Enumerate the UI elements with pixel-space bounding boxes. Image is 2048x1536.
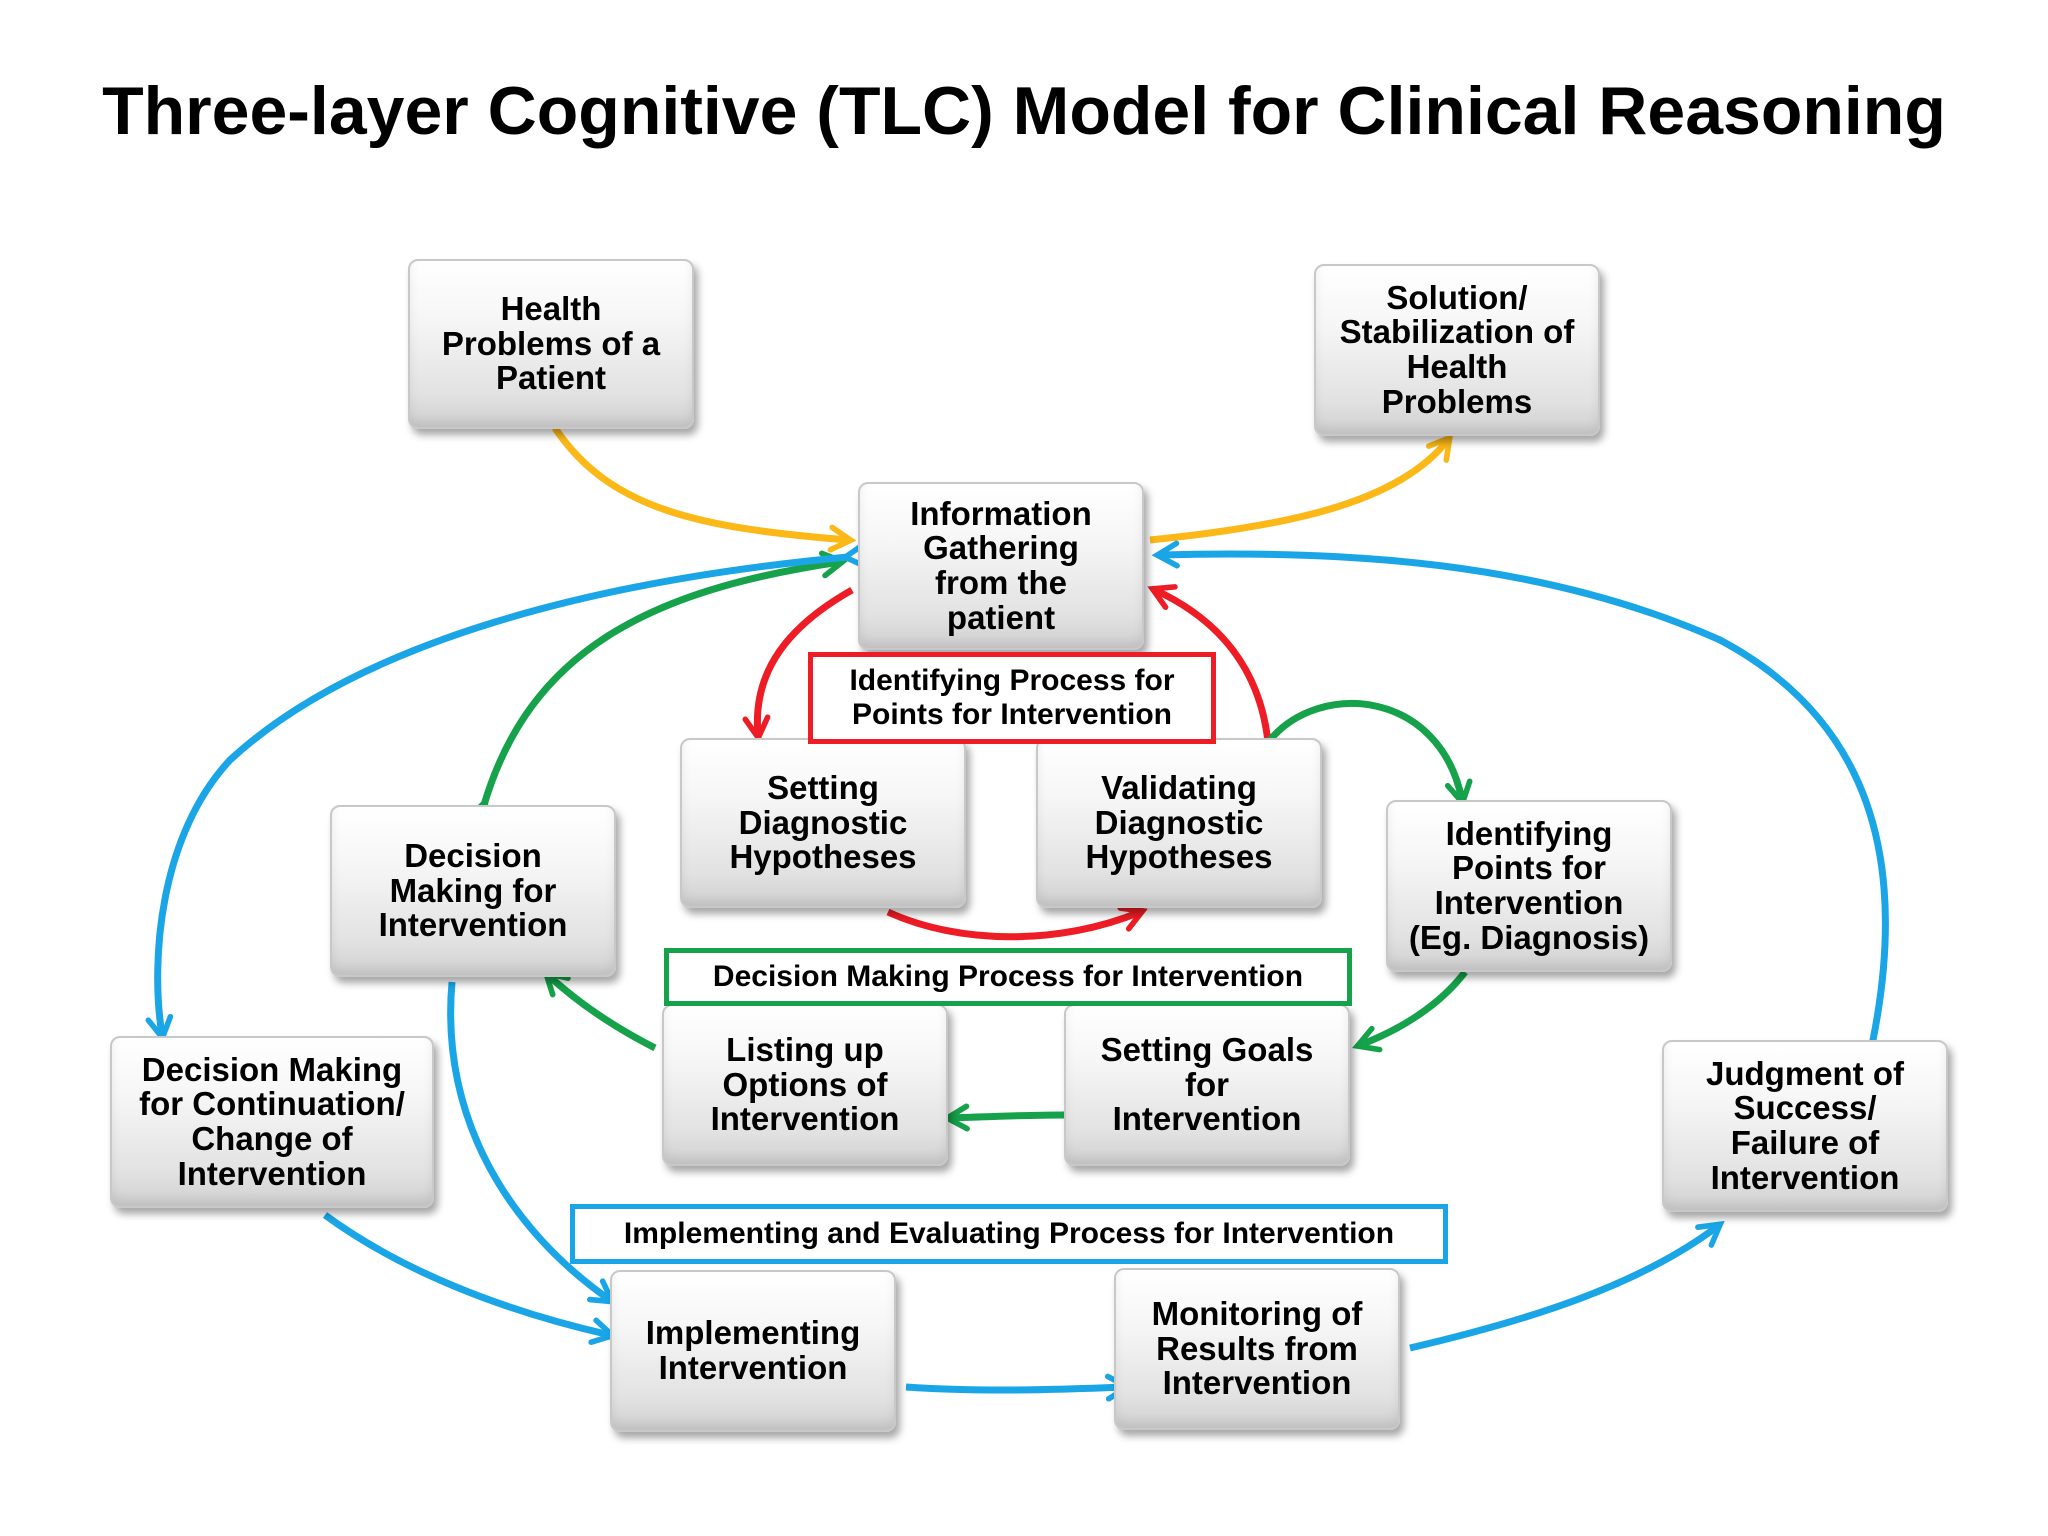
arrow-identifying-to-goals — [1352, 969, 1468, 1053]
arrow-goals-to-listing — [941, 1103, 1066, 1132]
arrow-validating-to-info — [1147, 584, 1272, 743]
node-setting-hypotheses: Setting Diagnostic Hypotheses — [680, 738, 966, 908]
node-judgment: Judgment of Success/ Failure of Interven… — [1662, 1040, 1948, 1212]
node-validating-hypotheses: Validating Diagnostic Hypotheses — [1036, 738, 1322, 908]
arrow-info-to-continuation — [145, 541, 869, 1044]
arrow-judgment-to-info — [1151, 540, 1889, 1046]
arrow-validating-to-identifying — [1267, 700, 1473, 809]
node-listing-options: Listing up Options of Intervention — [662, 1004, 948, 1166]
node-information-gathering: Information Gathering from the patient — [858, 482, 1144, 650]
node-monitoring: Monitoring of Results from Intervention — [1114, 1268, 1400, 1430]
node-solution: Solution/ Stabilization of Health Proble… — [1314, 264, 1600, 436]
node-setting-goals: Setting Goals for Intervention — [1064, 1004, 1350, 1166]
arrow-continuation-to-implementing — [322, 1212, 619, 1345]
arrow-health-to-info — [552, 426, 857, 553]
node-identifying-points: Identifying Points for Intervention (Eg.… — [1386, 800, 1672, 972]
label-implementing-process: Implementing and Evaluating Process for … — [570, 1204, 1448, 1264]
label-decision-process: Decision Making Process for Intervention — [664, 948, 1352, 1006]
node-decision-continuation: Decision Making for Continuation/ Change… — [110, 1036, 434, 1208]
arrow-implementing-to-monitoring — [905, 1373, 1134, 1402]
arrow-info-to-solution — [1149, 433, 1454, 544]
node-decision-making: Decision Making for Intervention — [330, 805, 616, 977]
arrow-listing-to-decision — [541, 969, 657, 1052]
node-implementing: Implementing Intervention — [610, 1270, 896, 1432]
node-health-problems: Health Problems of a Patient — [408, 259, 694, 429]
arrow-monitoring-to-judgment — [1409, 1220, 1725, 1352]
arrow-setting-to-validating — [886, 905, 1148, 941]
diagram-title: Three-layer Cognitive (TLC) Model for Cl… — [102, 73, 1946, 149]
label-identifying-process: Identifying Process for Points for Inter… — [808, 652, 1216, 744]
